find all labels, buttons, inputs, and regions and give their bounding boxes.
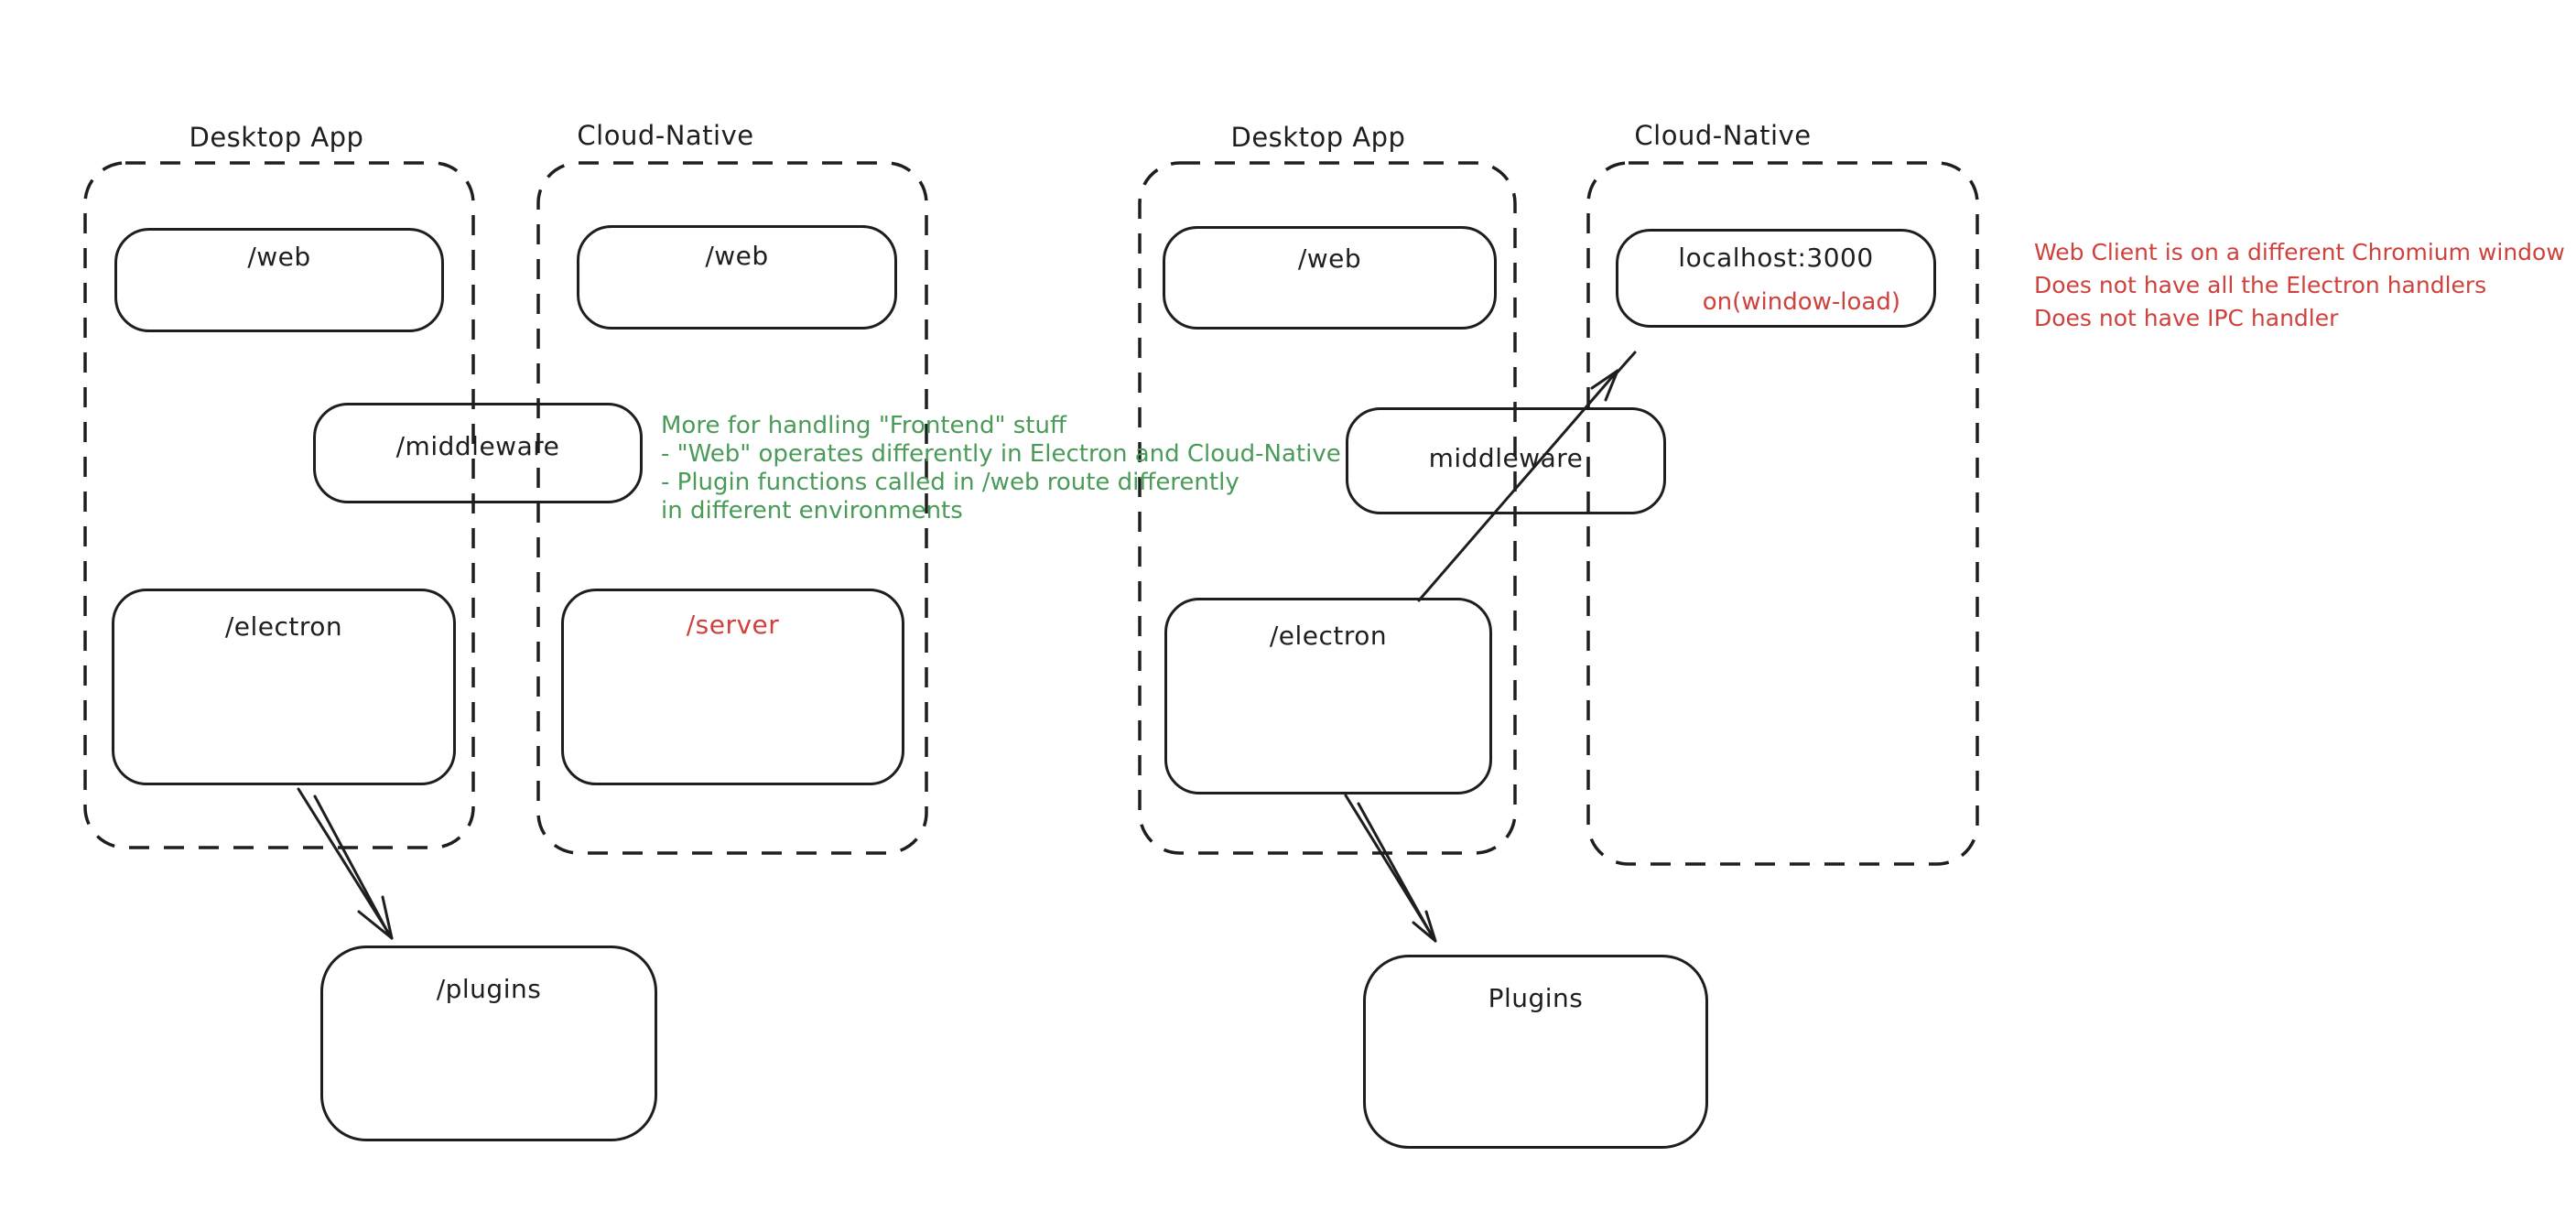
note-frontend-line-2: - "Web" operates differently in Electron… bbox=[661, 440, 1341, 468]
box-plugins-right: Plugins bbox=[1363, 955, 1708, 1149]
arrow-electron-to-plugins-right bbox=[1344, 794, 1437, 943]
note-frontend-line-3: - Plugin functions called in /web route … bbox=[661, 469, 1239, 496]
window-load-label: on(window-load) bbox=[1702, 288, 1900, 316]
box-web-cloud-left: /web bbox=[577, 225, 897, 330]
box-middleware-left: /middleware bbox=[313, 403, 643, 503]
box-middleware-left-label: /middleware bbox=[395, 431, 560, 461]
box-server-left: /server bbox=[561, 589, 904, 785]
title-cloud-right: Cloud-Native bbox=[1634, 120, 1812, 151]
box-electron-left-label: /electron bbox=[224, 611, 343, 642]
box-plugins-right-label: Plugins bbox=[1488, 983, 1584, 1013]
box-middleware-right: middleware bbox=[1346, 407, 1666, 514]
note-frontend-stuff: More for handling "Frontend" stuff - "We… bbox=[661, 412, 1341, 525]
note-frontend-line-4: in different environments bbox=[661, 497, 963, 524]
box-electron-left: /electron bbox=[112, 589, 456, 785]
box-web-cloud-left-label: /web bbox=[705, 241, 769, 271]
box-localhost: localhost:3000 on(window-load) bbox=[1616, 229, 1936, 328]
box-electron-right: /electron bbox=[1164, 598, 1492, 794]
box-web-desktop-left: /web bbox=[114, 228, 444, 332]
arrow-electron-to-plugins-left bbox=[297, 787, 394, 940]
title-desktop-right: Desktop App bbox=[1230, 122, 1406, 153]
title-cloud-left: Cloud-Native bbox=[577, 120, 754, 151]
note-web-client-line-2: Does not have all the Electron handlers bbox=[2034, 272, 2487, 298]
note-web-client-line-3: Does not have IPC handler bbox=[2034, 305, 2339, 331]
title-desktop-left: Desktop App bbox=[189, 122, 364, 153]
box-web-desktop-right: /web bbox=[1163, 226, 1497, 330]
box-electron-right-label: /electron bbox=[1269, 621, 1388, 651]
box-web-desktop-left-label: /web bbox=[247, 242, 311, 272]
box-plugins-left: /plugins bbox=[320, 946, 657, 1141]
box-localhost-label: localhost:3000 bbox=[1678, 243, 1874, 273]
box-middleware-right-label: middleware bbox=[1428, 443, 1584, 473]
note-frontend-line-1: More for handling "Frontend" stuff bbox=[661, 412, 1066, 439]
note-web-client: Web Client is on a different Chromium wi… bbox=[2034, 236, 2565, 335]
box-server-left-label: /server bbox=[686, 610, 780, 640]
box-web-desktop-right-label: /web bbox=[1297, 243, 1362, 274]
note-web-client-line-1: Web Client is on a different Chromium wi… bbox=[2034, 239, 2565, 265]
box-plugins-left-label: /plugins bbox=[436, 974, 542, 1004]
